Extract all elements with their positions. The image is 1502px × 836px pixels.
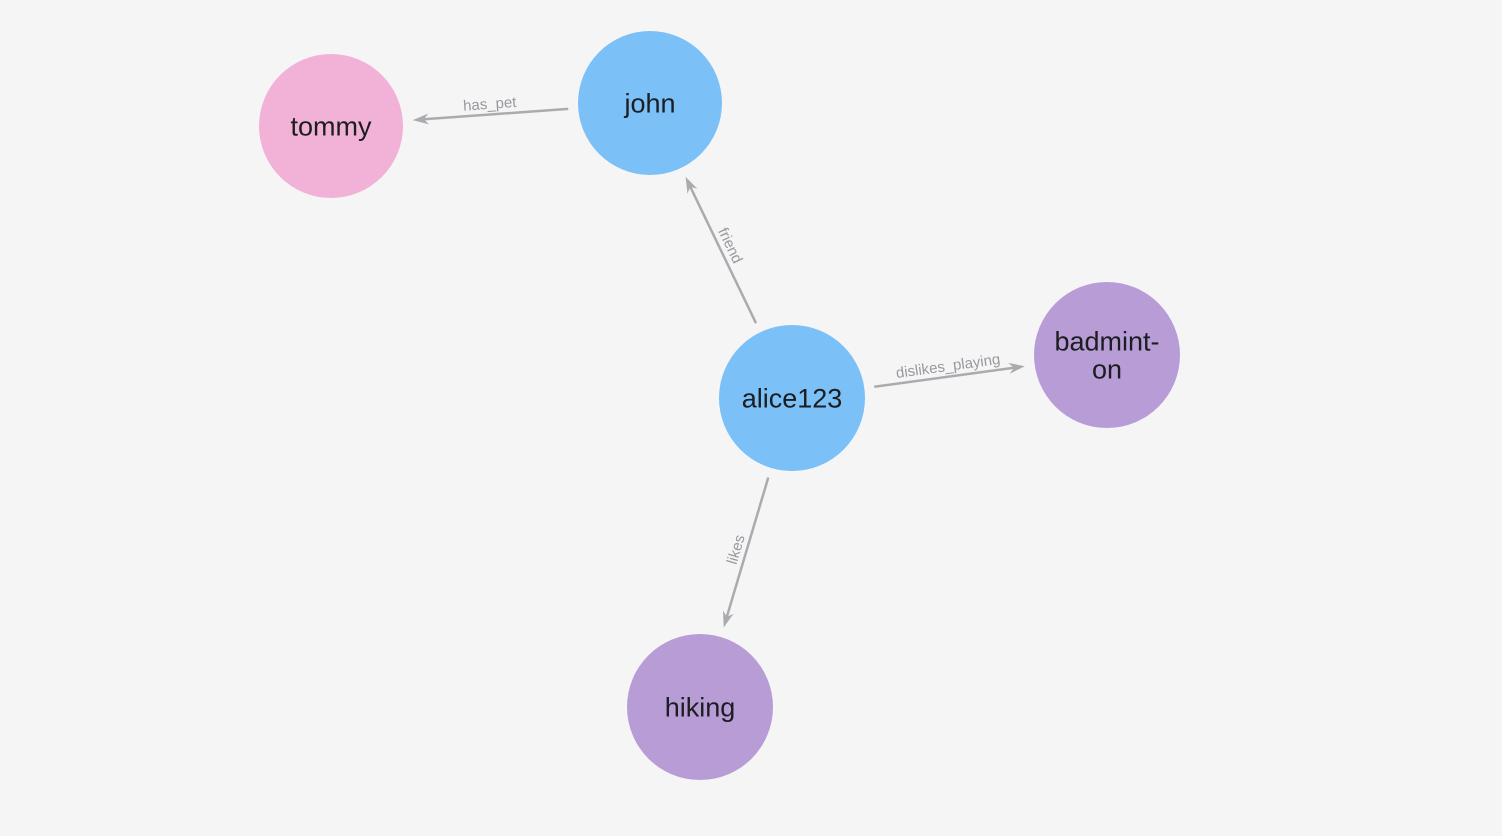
node-circle	[259, 54, 403, 198]
edge-alice123-john[interactable]: friend	[685, 176, 758, 324]
edge-line	[689, 186, 758, 324]
node-circle	[719, 325, 865, 471]
node-circle	[1034, 282, 1180, 428]
edge-label: has_pet	[463, 94, 518, 115]
edge-arrowhead-icon	[412, 113, 430, 125]
node-circle	[627, 634, 773, 780]
edge-line	[423, 107, 569, 121]
node-john[interactable]: john	[578, 31, 722, 175]
edge-john-tommy[interactable]: has_pet	[412, 94, 569, 125]
edge-line	[725, 477, 770, 618]
node-label: badmint-on	[1054, 326, 1159, 384]
node-badminton[interactable]: badmint-on	[1034, 282, 1180, 428]
node-circle	[578, 31, 722, 175]
edge-label: likes	[724, 533, 749, 567]
edge-arrowhead-icon	[685, 176, 698, 194]
edge-arrowhead-icon	[723, 610, 734, 628]
edge-line	[874, 366, 1015, 389]
edge-alice123-hiking[interactable]: likes	[723, 477, 770, 628]
node-label: john	[623, 89, 675, 119]
node-tommy[interactable]: tommy	[259, 54, 403, 198]
node-label: hiking	[665, 693, 736, 723]
edge-alice123-badminton[interactable]: dislikes_playing	[874, 351, 1025, 389]
node-alice123[interactable]: alice123	[719, 325, 865, 471]
node-hiking[interactable]: hiking	[627, 634, 773, 780]
node-label: tommy	[291, 111, 373, 141]
node-label: alice123	[742, 383, 843, 413]
edge-arrowhead-icon	[1008, 362, 1025, 374]
